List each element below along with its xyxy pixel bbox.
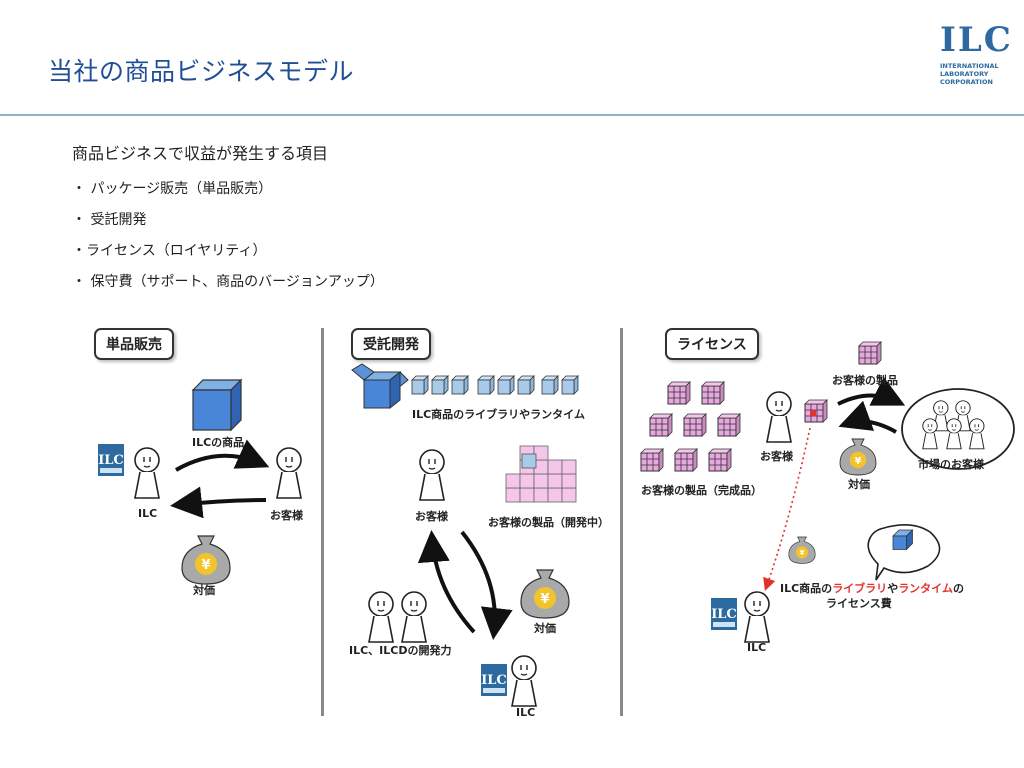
fee-ya: や [887, 582, 899, 595]
arrow-delivery-to-customer [417, 530, 476, 634]
developer-person-icon [368, 591, 394, 643]
money-bag-icon [181, 535, 231, 585]
bullet-item: ・ライセンス（ロイヤリティ） [72, 243, 267, 259]
intro-text: 商品ビジネスで収益が発生する項目 [72, 144, 329, 163]
ilc-logo-icon [98, 444, 124, 476]
panel-label-contract-dev: 受託開発 [351, 328, 431, 360]
license-diagram [640, 341, 1015, 643]
speech-bubble [867, 524, 941, 581]
ilc-logo-icon [711, 598, 737, 630]
label-customer-product: お客様の製品 [832, 374, 898, 387]
ilc-person-icon [744, 591, 770, 643]
label-ilc-product: ILCの商品 [192, 436, 245, 449]
label-market-customers: 市場のお客様 [918, 458, 984, 471]
dotted-fee-arrow [763, 427, 811, 592]
fee-library: ライブラリ [832, 582, 888, 595]
slide-title: 当社の商品ビジネスモデル [48, 57, 355, 86]
developer-person-icon [401, 591, 427, 643]
label-customer: お客様 [760, 450, 793, 463]
single-sale-diagram [98, 378, 302, 585]
money-bag-icon [839, 438, 877, 476]
panel-label-single-sale: 単品販売 [94, 328, 174, 360]
label-ilc: ILC [747, 641, 767, 654]
fee-runtime: ランタイム [898, 582, 953, 595]
customer-product-icon [858, 341, 882, 365]
bullet-list: ・ パッケージ販売（単品販売） ・ 受託開発 ・ライセンス（ロイヤリティ） ・ … [72, 178, 384, 302]
arrow-order-to-ilc [460, 530, 513, 640]
fee-prefix: ILC商品の [780, 582, 833, 595]
small-money-bag-icon [788, 536, 816, 564]
ilc-person-icon [134, 447, 160, 499]
company-logo: ILC INTERNATIONAL LABORATORY CORPORATION [940, 20, 1013, 86]
panel-divider [620, 328, 623, 716]
product-box-icon [191, 378, 243, 432]
library-cubes [411, 375, 579, 395]
money-bag-icon [520, 569, 570, 619]
label-dev-power: ILC、ILCDの開発力 [349, 644, 452, 657]
library-cube-icon [892, 529, 913, 550]
bullet-item: ・ パッケージ販売（単品販売） [72, 181, 273, 197]
panel-divider [321, 328, 324, 716]
bullet-item: ・ 受託開発 [72, 212, 147, 228]
arrow-payment-to-customer [838, 400, 897, 434]
label-product-in-dev: お客様の製品（開発中） [488, 516, 609, 529]
label-finished-products: お客様の製品（完成品） [641, 484, 762, 497]
label-payment: 対価 [534, 622, 556, 635]
label-library: ILC商品のライブラリやランタイム [412, 408, 585, 421]
label-payment: 対価 [848, 478, 870, 491]
label-license-fee: ILC商品のライブラリやランタイムの [780, 580, 964, 596]
logo-line-3: CORPORATION [940, 78, 993, 86]
contract-dev-diagram [351, 363, 579, 707]
logo-line-2: LABORATORY [940, 70, 989, 78]
title-divider [0, 114, 1024, 116]
customer-person-icon [766, 391, 792, 443]
arrow-product-to-market [837, 376, 906, 406]
embedded-library-marker [810, 410, 816, 416]
customer-person-icon [276, 447, 302, 499]
label-payment: 対価 [193, 584, 215, 597]
customer-person-icon [419, 449, 445, 501]
label-ilc: ILC [516, 706, 536, 719]
logo-mark: ILC [940, 20, 1013, 60]
product-blocks-icon [505, 445, 577, 503]
label-ilc: ILC [138, 507, 158, 520]
ilc-person-icon [511, 655, 537, 707]
label-customer: お客様 [415, 510, 448, 523]
panel-label-license: ライセンス [665, 328, 759, 360]
bullet-item: ・ 保守費（サポート、商品のバージョンアップ） [72, 274, 384, 290]
open-box-icon [351, 363, 409, 410]
label-customer: お客様 [270, 509, 303, 522]
label-license-fee-line2: ライセンス費 [826, 597, 892, 610]
finished-products-grid [640, 381, 741, 472]
arrow-payment-to-ilc [170, 486, 267, 519]
arrow-product-to-customer [175, 439, 270, 472]
logo-line-1: INTERNATIONAL [940, 62, 999, 70]
fee-no: の [952, 582, 964, 595]
ilc-logo-icon [481, 664, 507, 696]
